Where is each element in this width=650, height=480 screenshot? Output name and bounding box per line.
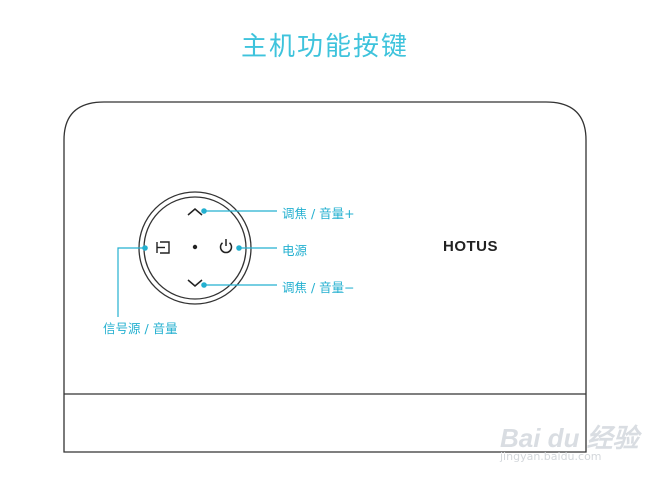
watermark-logo: Bai du 经验 — [500, 423, 639, 453]
callout-focus-up: 调焦 / 音量+ — [282, 206, 355, 221]
chevron-down-icon — [187, 279, 203, 287]
brand-logo: HOTUS — [443, 238, 498, 255]
chevron-up-icon — [187, 208, 203, 216]
leader-source — [117, 247, 145, 317]
callout-source: 信号源 / 音量 — [103, 321, 178, 336]
power-icon — [219, 239, 233, 254]
callout-power: 电源 — [282, 243, 308, 258]
watermark-url: jingyan.baidu.com — [500, 450, 602, 463]
callout-focus-down: 调焦 / 音量− — [282, 280, 355, 295]
page-title: 主机功能按键 — [240, 32, 409, 62]
input-source-icon — [156, 241, 170, 254]
device-body-outline — [63, 101, 587, 453]
center-dot-icon — [192, 244, 198, 250]
